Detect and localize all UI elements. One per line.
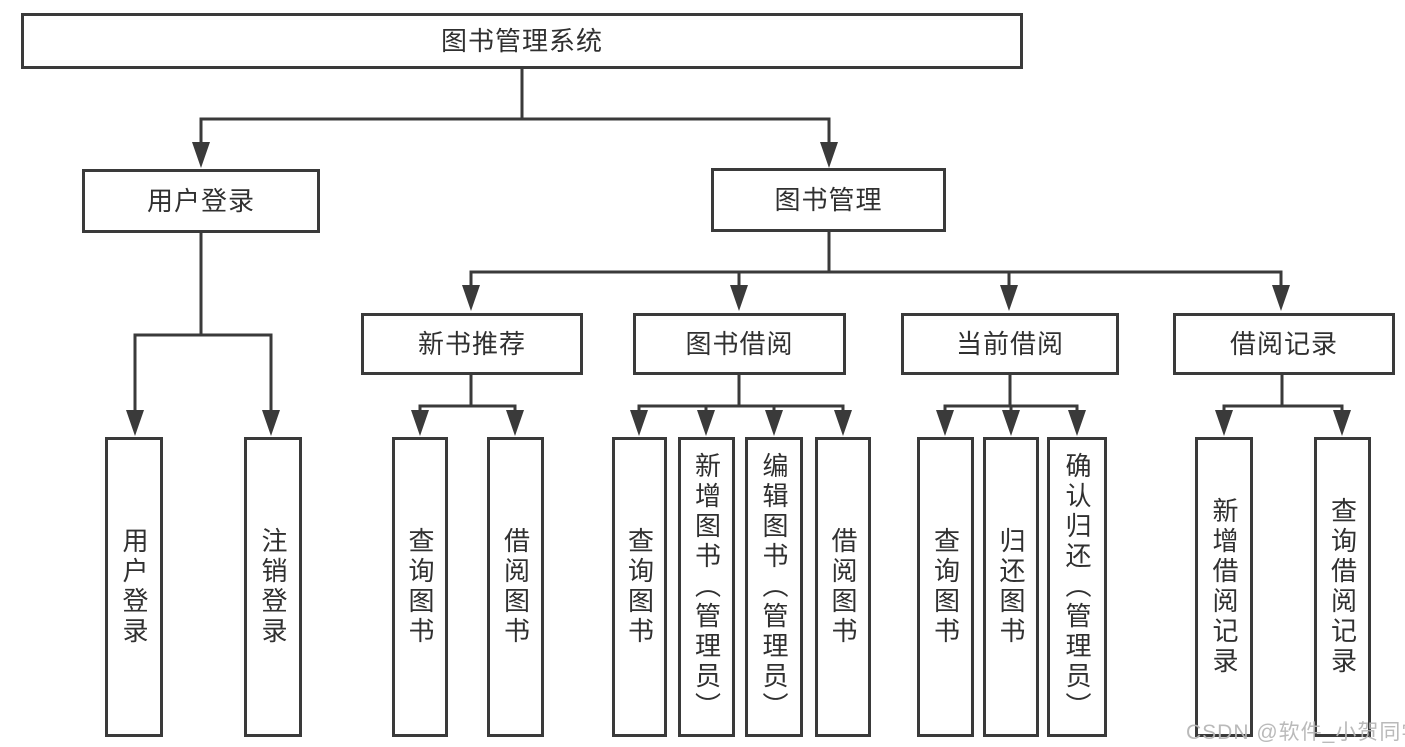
leaf-add-books-admin: 新增图书（管理员） — [678, 437, 735, 737]
edge-root-to-level2 — [199, 69, 831, 146]
node-book-borrowing-label: 图书借阅 — [685, 329, 794, 359]
edge-current-borrowing-to-leaves — [943, 375, 1079, 414]
edge-new-book-recommend-to-leaves — [418, 375, 517, 414]
leaf-borrowing-borrow-books-label: 借阅图书 — [828, 527, 858, 647]
leaf-logout: 注销登录 — [244, 437, 302, 737]
arrowheads-new-book-recommend-leaves — [411, 410, 524, 436]
leaf-borrowing-query-books: 查询图书 — [612, 437, 667, 737]
node-book-management: 图书管理 — [711, 168, 946, 232]
node-current-borrowing-label: 当前借阅 — [955, 329, 1064, 359]
node-book-management-label: 图书管理 — [774, 185, 883, 215]
node-borrowing-records: 借阅记录 — [1173, 313, 1395, 375]
leaf-confirm-return-admin-label: 确认归还（管理员） — [1062, 452, 1092, 722]
leaf-user-login: 用户登录 — [105, 437, 163, 737]
leaf-confirm-return-admin: 确认归还（管理员） — [1047, 437, 1107, 737]
arrowheads-user-login-leaves — [126, 410, 280, 436]
leaf-add-borrow-record-label: 新增借阅记录 — [1209, 497, 1239, 677]
node-library-system: 图书管理系统 — [21, 13, 1023, 69]
leaf-recommend-query-books-label: 查询图书 — [405, 527, 435, 647]
leaf-recommend-query-books: 查询图书 — [392, 437, 448, 737]
leaf-query-borrow-record-label: 查询借阅记录 — [1327, 497, 1358, 677]
leaf-borrowing-borrow-books: 借阅图书 — [815, 437, 871, 737]
leaf-return-books: 归还图书 — [983, 437, 1039, 737]
leaf-current-query-books-label: 查询图书 — [930, 527, 961, 647]
node-library-system-label: 图书管理系统 — [440, 26, 603, 56]
leaf-return-books-label: 归还图书 — [996, 527, 1026, 647]
edge-book-borrowing-to-leaves — [637, 375, 845, 414]
csdn-watermark: CSDN @软件_小贺同学 — [1186, 721, 1405, 744]
leaf-add-borrow-record: 新增借阅记录 — [1195, 437, 1253, 737]
leaf-user-login-label: 用户登录 — [119, 527, 149, 647]
leaf-logout-label: 注销登录 — [258, 527, 288, 647]
node-new-book-recommend: 新书推荐 — [361, 313, 583, 375]
arrowheads-borrowing-records-leaves — [1215, 410, 1351, 436]
node-borrowing-records-label: 借阅记录 — [1229, 329, 1338, 359]
node-user-login-label: 用户登录 — [146, 186, 255, 216]
leaf-borrowing-query-books-label: 查询图书 — [624, 527, 655, 647]
leaf-recommend-borrow-books-label: 借阅图书 — [500, 527, 531, 647]
node-book-borrowing: 图书借阅 — [633, 313, 846, 375]
arrowheads-level3 — [462, 285, 1290, 311]
edge-borrowing-records-to-leaves — [1222, 375, 1344, 414]
edge-user-login-to-leaves — [133, 233, 273, 414]
leaf-query-borrow-record: 查询借阅记录 — [1314, 437, 1371, 737]
arrowheads-book-borrowing-leaves — [630, 410, 852, 436]
leaf-edit-books-admin-label: 编辑图书（管理员） — [759, 452, 789, 722]
edge-book-management-to-level3 — [469, 232, 1283, 290]
leaf-recommend-borrow-books: 借阅图书 — [487, 437, 544, 737]
arrowheads-level2 — [192, 142, 838, 168]
leaf-current-query-books: 查询图书 — [917, 437, 974, 737]
leaf-edit-books-admin: 编辑图书（管理员） — [745, 437, 803, 737]
node-current-borrowing: 当前借阅 — [901, 313, 1119, 375]
arrowheads-current-borrowing-leaves — [936, 410, 1086, 436]
node-new-book-recommend-label: 新书推荐 — [417, 329, 526, 359]
leaf-add-books-admin-label: 新增图书（管理员） — [691, 452, 722, 722]
node-user-login: 用户登录 — [82, 169, 320, 233]
